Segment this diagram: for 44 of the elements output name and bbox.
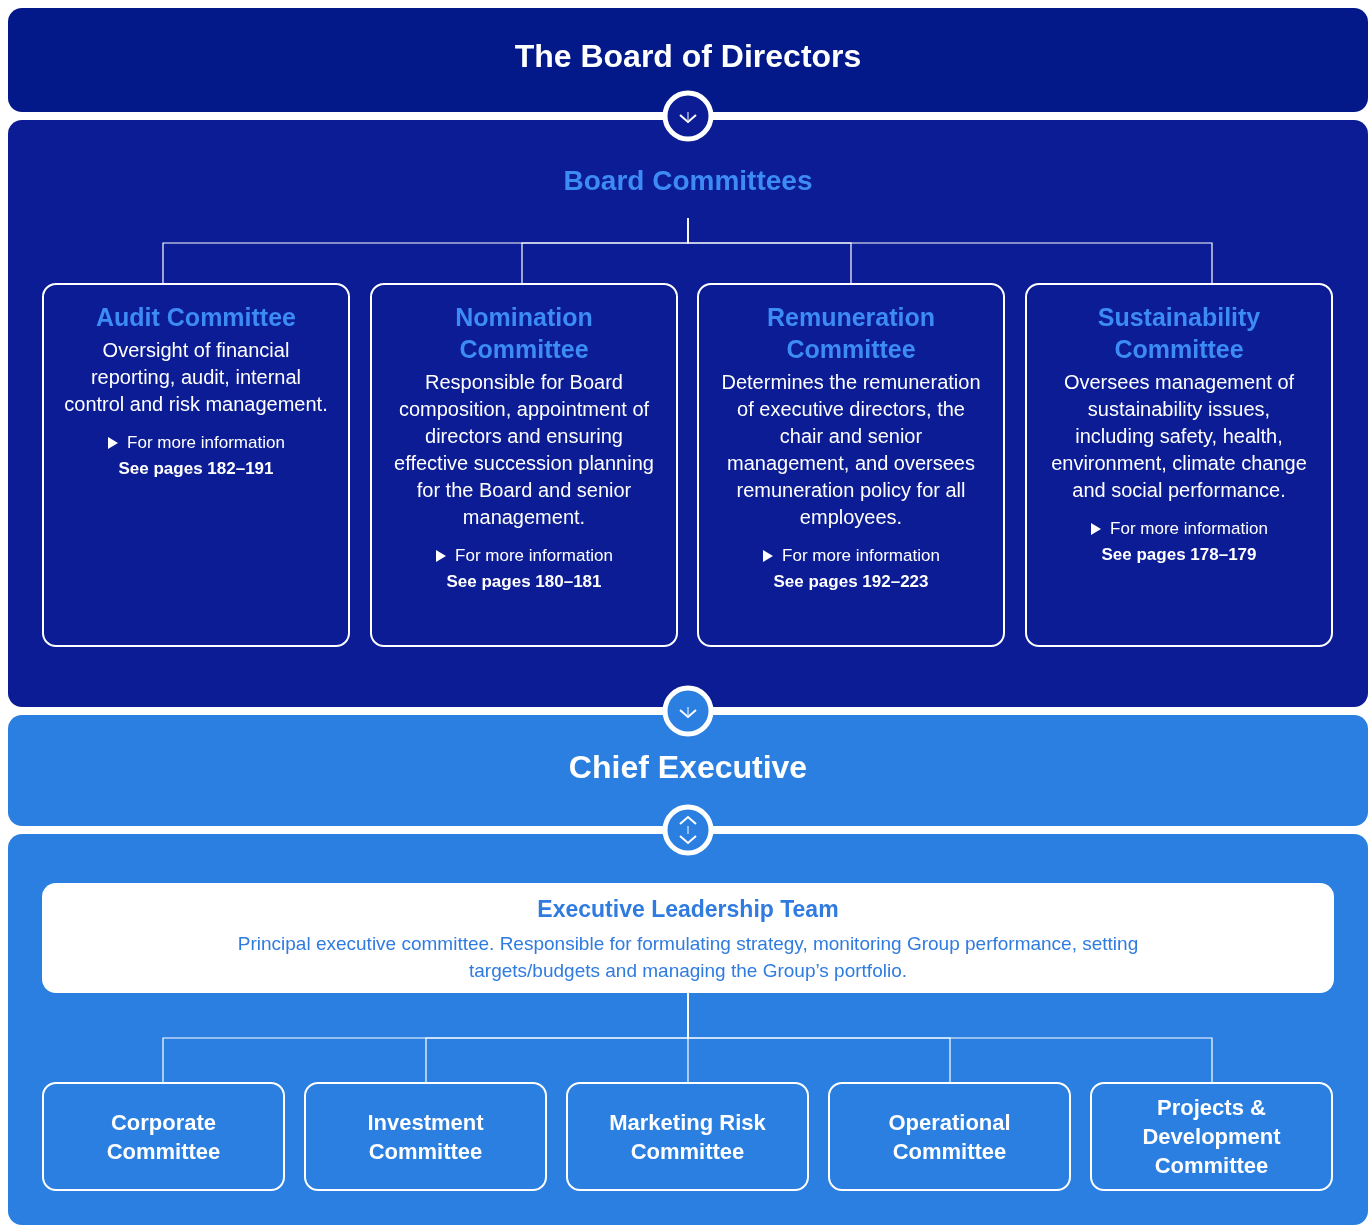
section-title: Board Committees: [563, 164, 813, 198]
committee-name: Marketing Risk Committee: [608, 1108, 767, 1166]
committee-description: Determines the remuneration of executive directors, the chair and senior management, and oversees remuneration policy for all employees.: [720, 370, 982, 530]
more-info-text: For more information: [127, 432, 285, 454]
more-info-text: For more information: [455, 545, 613, 567]
committee-card: [697, 283, 1005, 647]
more-info-text: For more information: [782, 545, 940, 567]
committee-name: Operational Committee: [887, 1108, 1012, 1166]
committee-description: Oversees management of sustainability issues, including safety, health, environment, climate change and social performance.: [1050, 370, 1308, 503]
more-info-text: For more information: [1110, 518, 1268, 540]
band-title: Chief Executive: [568, 747, 808, 787]
page-reference: See pages 182–191: [118, 457, 274, 480]
chevron-connector: [662, 685, 714, 737]
committee-card: [42, 283, 350, 647]
committee-title: Remuneration Committee: [765, 302, 937, 365]
committee-card: [370, 283, 678, 647]
chevron-connector: [662, 90, 714, 142]
committee-name: Corporate Committee: [105, 1108, 222, 1166]
committee-title: Sustainability Committee: [1096, 302, 1262, 365]
committee-box: [42, 1082, 285, 1191]
committee-title: Nomination Committee: [454, 302, 594, 365]
committee-box: [1090, 1082, 1333, 1191]
header-band: [8, 8, 1368, 112]
team-title: Executive Leadership Team: [537, 894, 839, 924]
page-reference: See pages 192–223: [773, 570, 929, 593]
band-title: The Board of Directors: [514, 37, 862, 76]
page-reference: See pages 178–179: [1101, 543, 1257, 566]
committee-box: [828, 1082, 1071, 1191]
committee-box: [566, 1082, 809, 1191]
tree-connector: [687, 217, 1213, 284]
section-panel: [8, 834, 1368, 1225]
section-panel: [8, 120, 1368, 707]
committee-description: Responsible for Board composition, appointment of directors and ensuring effective succession planning for the Board and senior management.: [393, 370, 655, 530]
committee-title: Audit Committee: [95, 302, 297, 333]
header-band: [8, 715, 1368, 826]
committee-card: [1025, 283, 1333, 647]
committee-name: Projects & Development Committee: [1141, 1094, 1282, 1180]
committee-box: [304, 1082, 547, 1191]
team-description: Principal executive committee. Responsible for formulating strategy, monitoring Group performance, setting targets/budgets and managing the Group’s portfolio.: [236, 932, 1140, 984]
page-reference: See pages 180–181: [446, 570, 602, 593]
team-box: [42, 883, 1334, 993]
committee-name: Investment Committee: [366, 1108, 485, 1166]
committee-description: Oversight of financial reporting, audit, internal control and risk management.: [64, 338, 328, 417]
chevron-connector: [662, 804, 714, 856]
